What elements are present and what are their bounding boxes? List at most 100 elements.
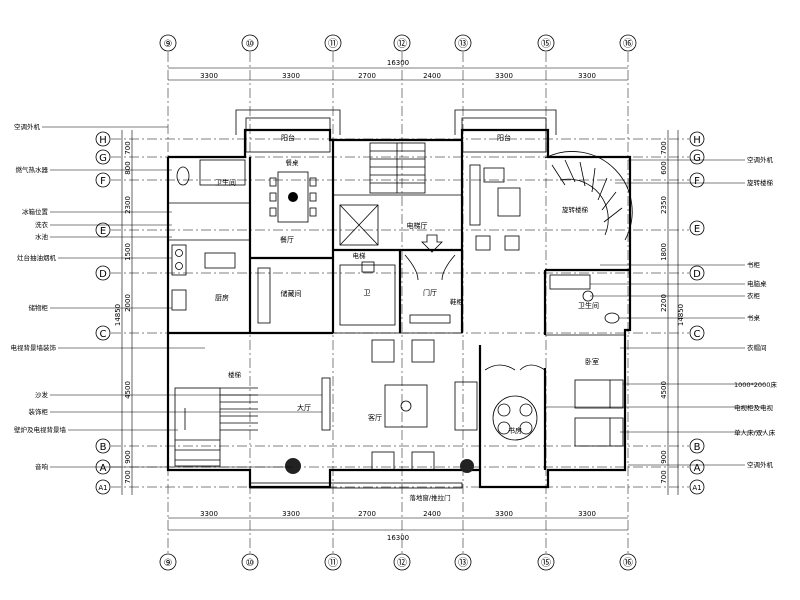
dim-right-total: 14850	[677, 304, 685, 326]
bed	[574, 379, 624, 409]
kitchen-label: 厨房	[215, 293, 229, 302]
axis-bubble-bottom-15: ⑮	[537, 553, 555, 571]
dim-top-total: 16300	[387, 59, 409, 67]
dim-text: 3300	[495, 510, 513, 518]
axis-bubble-right-E: E	[689, 220, 705, 236]
dining-chair	[269, 207, 277, 217]
left-note: 音响	[35, 462, 49, 471]
left-note: 空调外机	[14, 122, 41, 131]
axis-bubble-top-11: ⑪	[324, 34, 342, 52]
dim-text: 2350	[660, 196, 668, 214]
left-note: 电视背景墙装饰	[11, 343, 57, 352]
top-dimension-chain: 16300 3300 3300 2700 2400 3300 3300	[168, 59, 628, 81]
dim-text: 3300	[578, 510, 596, 518]
left-note: 灶台抽油烟机	[17, 253, 57, 262]
dim-text: 700	[124, 141, 132, 154]
dim-text: 4500	[660, 381, 668, 399]
interior-walls	[168, 140, 630, 470]
dim-text: 700	[660, 141, 668, 154]
axis-label: G	[99, 153, 107, 164]
axis-bubble-right-D: D	[689, 265, 705, 281]
axis-label: ⑫	[397, 557, 407, 569]
top-axis-bubbles: ⑨ ⑩ ⑪ ⑫ ⑬ ⑮ ⑯	[159, 34, 637, 52]
axis-bubble-bottom-16: ⑯	[619, 553, 637, 571]
dim-text: 3300	[282, 510, 300, 518]
axis-label: ⑪	[328, 557, 338, 569]
axis-bubble-bottom-12: ⑫	[393, 553, 411, 571]
coffee-table	[497, 187, 521, 217]
dim-text: 3300	[282, 72, 300, 80]
dim-text: 3300	[200, 72, 218, 80]
axis-bubble-top-15: ⑮	[537, 34, 555, 52]
dining-room: 餐厅 餐桌	[269, 158, 317, 244]
dim-text: 3300	[495, 72, 513, 80]
library-label: 书房	[508, 426, 522, 435]
dining-chair	[269, 177, 277, 187]
central-stair	[369, 142, 426, 194]
axis-label: C	[694, 329, 701, 340]
left-note: 壁炉及电视背景墙	[14, 425, 67, 434]
left-note: 储物柜	[29, 303, 49, 312]
right-bath-label: 卫生间	[578, 301, 599, 310]
balcony-right-label: 阳台	[497, 133, 511, 142]
axis-label: B	[694, 442, 701, 453]
axis-label: ⑨	[164, 39, 173, 50]
dim-text: 3300	[578, 72, 596, 80]
toilet-label: 卫生间	[215, 178, 236, 187]
dim-left-total: 14850	[114, 304, 122, 326]
axis-label: ⑯	[623, 557, 633, 569]
entry-foyer: 门厅 鞋柜	[404, 254, 464, 324]
right-bedroom: 卧室	[574, 357, 624, 447]
axis-label: A1	[98, 484, 107, 492]
vanity	[549, 274, 591, 290]
armchair	[411, 339, 435, 363]
dining-chair	[309, 207, 317, 217]
axis-label: ⑬	[458, 557, 468, 569]
living-room: 客厅 大厅	[285, 339, 478, 474]
armchair	[475, 235, 491, 251]
right-bedroom-label: 卧室	[585, 357, 599, 366]
wc-basin	[361, 261, 375, 273]
armchair	[371, 451, 395, 471]
axis-bubble-left-F: F	[95, 172, 111, 188]
axis-bubble-left-A1: A1	[95, 479, 111, 495]
axis-label: ⑮	[541, 557, 551, 569]
dim-text: 2400	[423, 510, 441, 518]
kitchen-island	[204, 252, 236, 269]
dim-text: 2700	[358, 72, 376, 80]
dining-centerpiece	[288, 192, 298, 202]
armchair	[371, 339, 395, 363]
axis-bubble-right-A1: A1	[689, 479, 705, 495]
elevator-hall-label: 电梯厅	[407, 221, 428, 230]
dim-text: 700	[660, 470, 668, 483]
left-note: 洗衣	[35, 220, 49, 229]
elevator: 电梯	[339, 204, 379, 260]
axis-label: A1	[692, 484, 701, 492]
axis-bubble-right-C: C	[689, 325, 705, 341]
axis-bubble-right-H: H	[689, 131, 705, 147]
dim-text: 4500	[124, 381, 132, 399]
small-wc: 卫	[339, 261, 396, 326]
elevator-label: 电梯	[353, 251, 367, 260]
bottom-axis-bubbles: ⑨ ⑩ ⑪ ⑫ ⑬ ⑮ ⑯	[159, 553, 637, 571]
axis-bubble-top-9: ⑨	[159, 34, 177, 52]
axis-label: E	[694, 224, 700, 235]
axis-bubble-right-G: G	[689, 149, 705, 165]
left-note: 沙发	[35, 390, 49, 399]
axis-bubble-left-G: G	[95, 149, 111, 165]
right-note: 书柜	[747, 260, 761, 269]
dining-table	[277, 171, 309, 223]
axis-bubble-bottom-11: ⑪	[324, 553, 342, 571]
axis-label: ⑫	[397, 38, 407, 50]
axis-label: B	[100, 442, 107, 453]
axis-label: ⑬	[458, 38, 468, 50]
right-note: 空调外机	[747, 155, 774, 164]
library: 书房	[484, 364, 546, 441]
tv-console	[321, 377, 331, 431]
dim-text: 2700	[358, 510, 376, 518]
shoe-cabinet	[409, 314, 451, 324]
axis-label: C	[100, 329, 107, 340]
stove	[171, 244, 187, 276]
axis-label: ⑮	[541, 38, 551, 50]
